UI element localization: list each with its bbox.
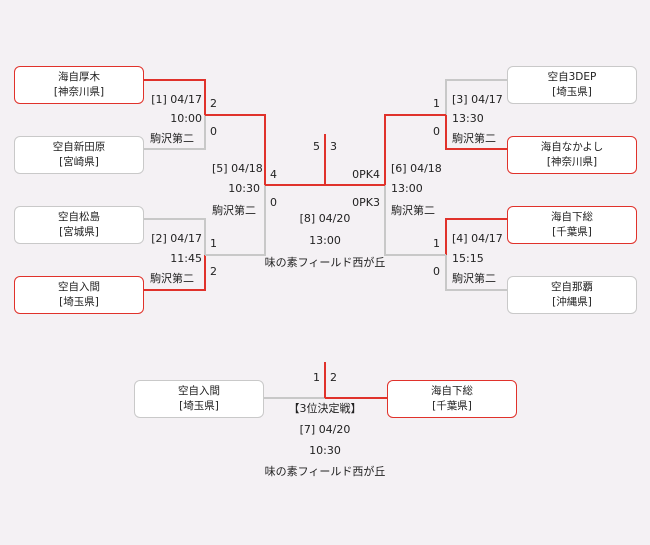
team-prefecture: [神奈川県] [546, 156, 598, 168]
game-6-venue: 駒沢第二 [391, 204, 435, 217]
bracket-line-g6-top [384, 114, 446, 185]
team-prefecture: [宮崎県] [59, 156, 99, 168]
third-score-right: 2 [330, 371, 337, 384]
game-6-score-top: 0PK4 [352, 168, 380, 181]
final-score-left: 5 [313, 140, 320, 153]
game-2-score-bottom: 2 [210, 265, 217, 278]
team-name: 空自那覇 [551, 281, 593, 293]
team-name: 空自松島 [58, 211, 100, 223]
team-box-kuji-3dep[interactable]: 空自3DEP [埼玉県] [507, 66, 637, 104]
game-6-time: 13:00 [391, 182, 423, 195]
team-prefecture: [埼玉県] [552, 86, 592, 98]
game-5-score-bottom: 0 [270, 196, 277, 209]
game-3-label: [3] 04/17 [452, 93, 503, 106]
team-prefecture: [宮城県] [59, 226, 99, 238]
game-3-score-top: 1 [433, 97, 440, 110]
final-score-right: 3 [330, 140, 337, 153]
team-name: 海自厚木 [58, 71, 100, 83]
bracket-line-g1-top [144, 79, 206, 115]
game-3-venue: 駒沢第二 [452, 132, 496, 145]
game-4-score-bottom: 0 [433, 265, 440, 278]
final-label: [8] 04/20 [299, 212, 351, 225]
team-box-kaiji-nakayoshi[interactable]: 海自なかよし [神奈川県] [507, 136, 637, 174]
third-place-time: 10:30 [309, 444, 341, 457]
team-name: 海自下総 [551, 211, 593, 223]
team-name: 空自新田原 [52, 141, 106, 153]
game-3-score-bottom: 0 [433, 125, 440, 138]
game-5-score-top: 4 [270, 168, 277, 181]
team-name: 海自なかよし [540, 141, 604, 153]
team-box-kaiji-atsugi[interactable]: 海自厚木 [神奈川県] [14, 66, 144, 104]
game-5-time: 10:30 [228, 182, 260, 195]
third-score-left: 1 [313, 371, 320, 384]
team-prefecture: [埼玉県] [179, 400, 219, 412]
game-1-score-top: 2 [210, 97, 217, 110]
team-name: 空自入間 [178, 385, 220, 397]
game-4-label: [4] 04/17 [452, 232, 503, 245]
bracket-line-g5-bot [205, 185, 266, 256]
game-4-venue: 駒沢第二 [452, 272, 496, 285]
team-box-third-right[interactable]: 海自下総 [千葉県] [387, 380, 517, 418]
team-prefecture: [沖縄県] [552, 296, 592, 308]
team-box-kuji-matsushima[interactable]: 空自松島 [宮城県] [14, 206, 144, 244]
bracket-line-g1-bot [144, 115, 206, 150]
team-box-third-left[interactable]: 空自入間 [埼玉県] [134, 380, 264, 418]
bracket-line-g4-top [445, 218, 507, 255]
game-2-label: [2] 04/17 [151, 232, 202, 245]
team-box-kuji-nyutabaru[interactable]: 空自新田原 [宮崎県] [14, 136, 144, 174]
team-name: 海自下総 [431, 385, 473, 397]
team-box-kaiji-shimofusa[interactable]: 海自下総 [千葉県] [507, 206, 637, 244]
team-prefecture: [千葉県] [432, 400, 472, 412]
game-1-venue: 駒沢第二 [150, 132, 194, 145]
team-prefecture: [埼玉県] [59, 296, 99, 308]
final-time: 13:00 [309, 234, 341, 247]
bracket-line-g3-top [445, 79, 507, 115]
third-place-label: [7] 04/20 [299, 423, 351, 436]
game-1-time: 10:00 [170, 112, 202, 125]
game-3-time: 13:30 [452, 112, 484, 125]
game-4-time: 15:15 [452, 252, 484, 265]
bracket-line-g2-top [144, 218, 206, 255]
bracket-line-g6-bot [384, 185, 446, 256]
bracket-line-g3-bot [445, 115, 507, 150]
game-4-score-top: 1 [433, 237, 440, 250]
bracket-line-g5-top [205, 114, 266, 185]
team-box-kuji-naha[interactable]: 空自那覇 [沖縄県] [507, 276, 637, 314]
game-2-time: 11:45 [170, 252, 202, 265]
third-place-venue: 味の素フィールド西が丘 [264, 465, 386, 478]
team-name: 空自3DEP [547, 71, 597, 83]
team-box-kuji-iruma[interactable]: 空自入間 [埼玉県] [14, 276, 144, 314]
game-1-label: [1] 04/17 [151, 93, 202, 106]
game-6-label: [6] 04/18 [391, 162, 442, 175]
game-2-venue: 駒沢第二 [150, 272, 194, 285]
bracket-line-g2-bot [144, 255, 206, 291]
final-venue: 味の素フィールド西が丘 [264, 256, 386, 269]
team-prefecture: [神奈川県] [53, 86, 105, 98]
game-5-venue: 駒沢第二 [212, 204, 256, 217]
third-place-title: 【3位決定戦】 [288, 402, 362, 415]
game-2-score-top: 1 [210, 237, 217, 250]
game-1-score-bottom: 0 [210, 125, 217, 138]
team-name: 空自入間 [58, 281, 100, 293]
bracket-line-g4-bot [445, 255, 507, 291]
game-6-score-bottom: 0PK3 [352, 196, 380, 209]
team-prefecture: [千葉県] [552, 226, 592, 238]
game-5-label: [5] 04/18 [212, 162, 263, 175]
